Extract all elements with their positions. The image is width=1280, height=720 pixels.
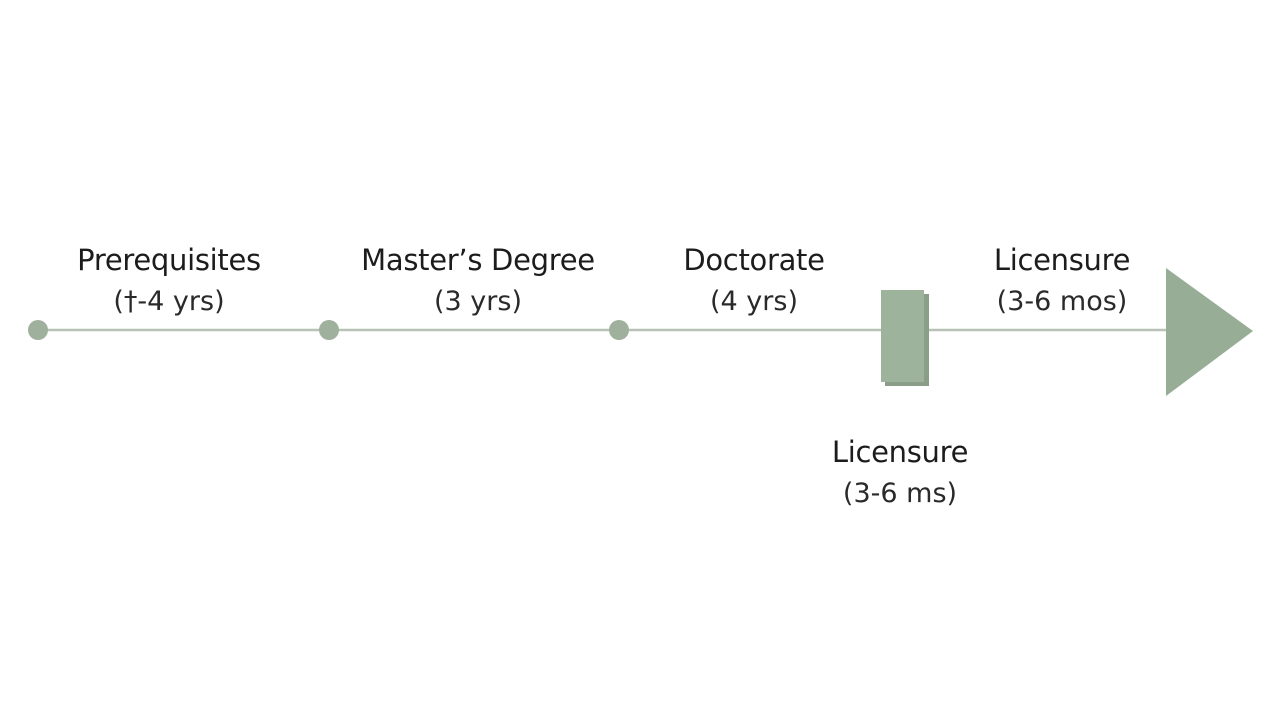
stage-duration: (†-4 yrs) <box>113 286 225 317</box>
start-marker <box>28 320 48 340</box>
stage-duration: (3 yrs) <box>434 286 522 317</box>
masters-marker <box>319 320 339 340</box>
arrow-head-icon <box>1166 268 1253 396</box>
milestone-duration: (3-6 ms) <box>842 478 958 509</box>
milestone-title: Licensure <box>831 435 969 469</box>
stage-prerequisites: Prerequisites (†-4 yrs) <box>77 239 261 323</box>
milestone-licensure-label: Licensure (3-6 ms) <box>831 431 969 515</box>
stage-title: Doctorate <box>683 243 825 277</box>
doctorate-marker <box>609 320 629 340</box>
stage-title: Prerequisites <box>77 243 261 277</box>
stage-duration: (3-6 mos) <box>996 286 1128 317</box>
stage-licensure: Licensure (3-6 mos) <box>993 239 1131 323</box>
licensure-block <box>881 290 929 386</box>
stage-masters: Master’s Degree (3 yrs) <box>361 239 595 323</box>
stage-title: Master’s Degree <box>361 243 595 277</box>
stage-doctorate: Doctorate (4 yrs) <box>683 239 825 323</box>
stage-duration: (4 yrs) <box>710 286 798 317</box>
stage-title: Licensure <box>993 243 1131 277</box>
